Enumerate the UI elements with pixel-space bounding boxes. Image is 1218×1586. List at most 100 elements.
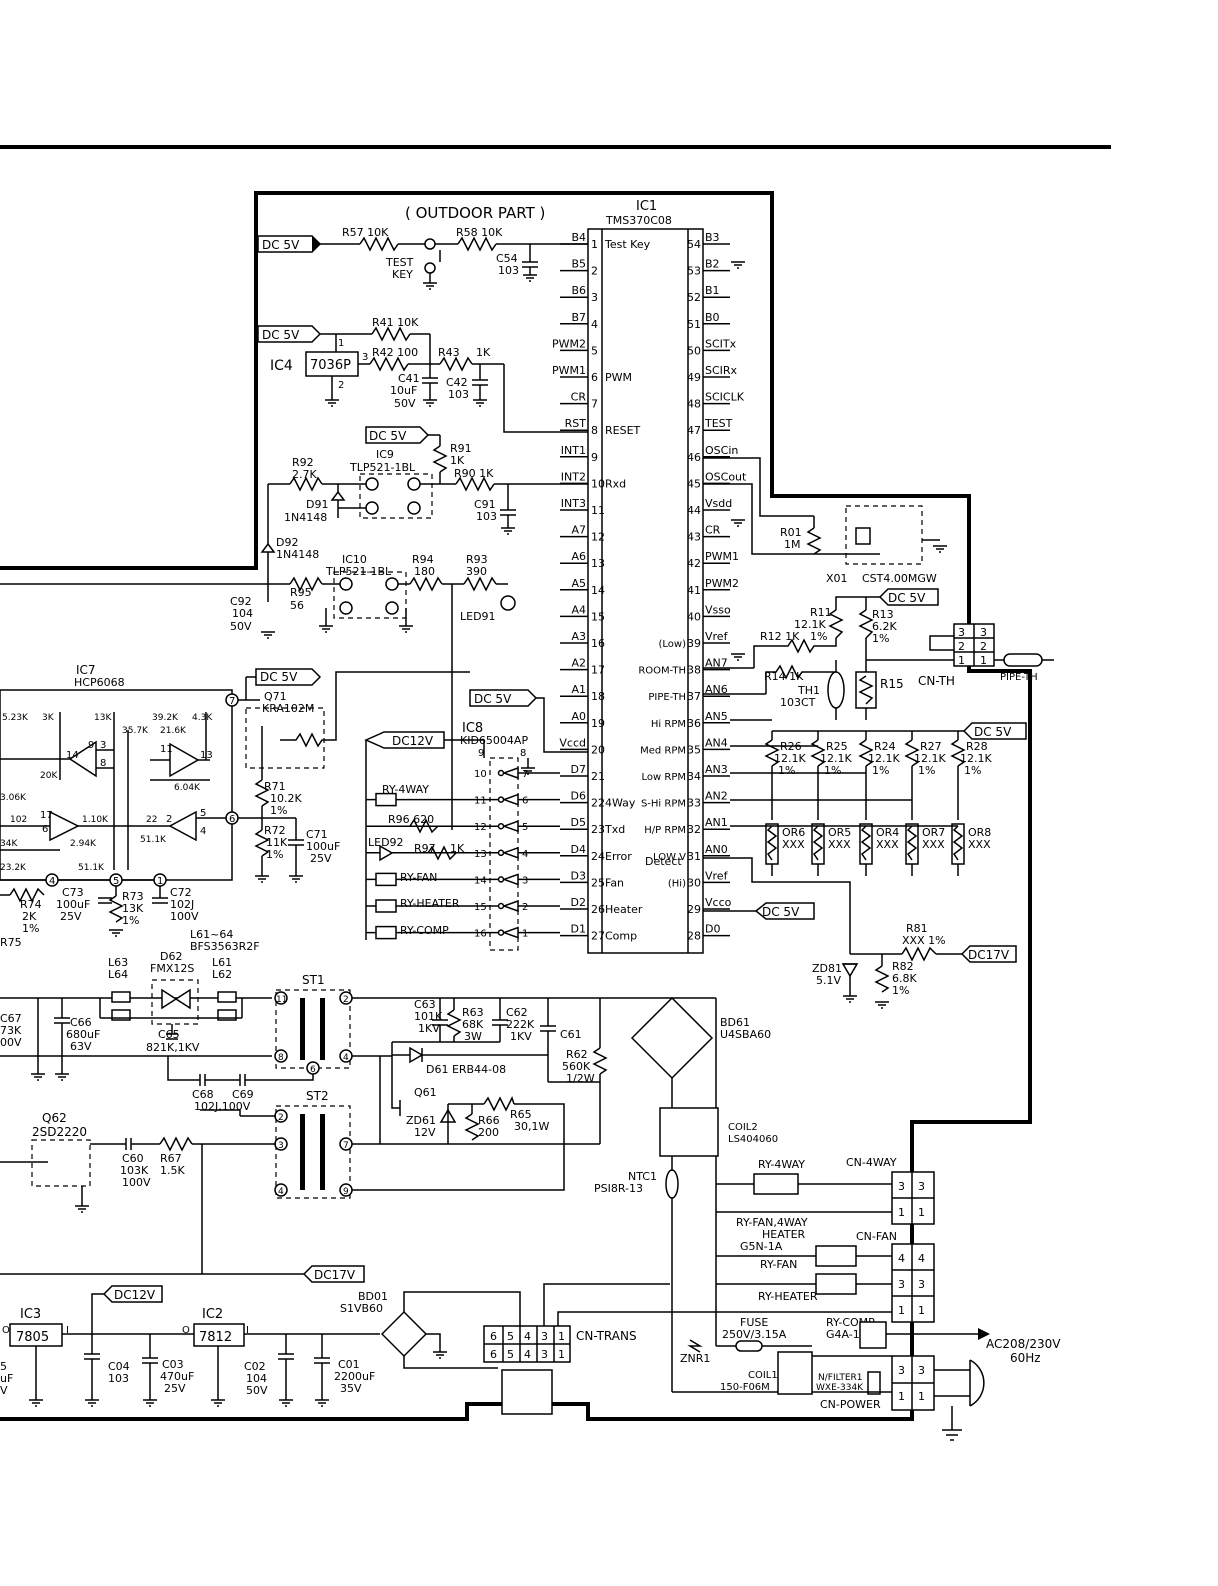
ic1-pin-number: 24 <box>591 850 605 863</box>
ic8-buffer <box>501 846 519 859</box>
svg-text:WXE-334K: WXE-334K <box>816 1383 864 1393</box>
svg-text:Q71: Q71 <box>264 690 287 703</box>
svg-text:C73: C73 <box>62 886 84 899</box>
svg-text:C65: C65 <box>158 1028 180 1041</box>
ic1-pin-number: 53 <box>687 265 701 278</box>
svg-text:C68: C68 <box>192 1088 214 1101</box>
svg-text:4: 4 <box>918 1252 925 1265</box>
svg-text:IC9: IC9 <box>376 448 394 461</box>
ic1-pin-number: 18 <box>591 690 605 703</box>
ic1-right-signal: D0 <box>705 923 720 936</box>
ic1-left-signal: D1 <box>571 923 586 936</box>
ic1-pin-number: 22 <box>591 797 605 810</box>
svg-text:100uF: 100uF <box>306 840 340 853</box>
svg-text:5: 5 <box>113 876 119 887</box>
svg-text:222K: 222K <box>506 1018 535 1031</box>
ic1-pin-number: 42 <box>687 557 701 570</box>
rpm-resistor-value: 12.1K <box>868 752 900 765</box>
svg-text:51.1K: 51.1K <box>140 835 167 845</box>
reset-circuit: DC 5V R41 10K IC4 7036P 1 2 3 R42 100 R4… <box>257 316 588 433</box>
svg-text:DC 5V: DC 5V <box>260 670 298 684</box>
svg-text:9: 9 <box>88 740 94 751</box>
ic8-pin-right: 6 <box>522 796 528 807</box>
svg-text:5: 5 <box>0 1360 7 1373</box>
svg-text:C02: C02 <box>244 1360 266 1373</box>
svg-text:00V: 00V <box>0 1036 22 1049</box>
svg-text:1%: 1% <box>872 632 889 645</box>
svg-text:DC17V: DC17V <box>968 948 1010 962</box>
svg-text:1KV: 1KV <box>510 1030 532 1043</box>
ic1-left-signal: A0 <box>571 710 586 723</box>
svg-text:AC208/230V: AC208/230V <box>986 1337 1061 1351</box>
rpm-resistor-value: 12.1K <box>960 752 992 765</box>
svg-text:5.1V: 5.1V <box>816 974 841 987</box>
svg-text:4: 4 <box>278 1187 284 1197</box>
svg-text:1: 1 <box>918 1390 925 1403</box>
svg-text:7: 7 <box>229 696 235 707</box>
cn-trans-pin: 1 <box>558 1330 565 1343</box>
ic1-left-signal: D6 <box>571 790 586 803</box>
svg-text:821K,1KV: 821K,1KV <box>146 1041 200 1054</box>
svg-text:IC10: IC10 <box>342 553 367 566</box>
svg-text:470uF: 470uF <box>160 1370 194 1383</box>
svg-text:5: 5 <box>200 808 206 819</box>
svg-text:D92: D92 <box>276 536 298 549</box>
svg-text:1%: 1% <box>266 848 283 861</box>
svg-text:L64: L64 <box>108 968 128 981</box>
ic1-right-signal: SCICLK <box>705 391 745 404</box>
svg-text:2: 2 <box>278 1113 284 1123</box>
svg-text:R75: R75 <box>0 936 22 949</box>
ic1-pin-number: 37 <box>687 690 701 703</box>
ic8-pin-left: 13 <box>474 849 487 860</box>
svg-text:4: 4 <box>898 1252 905 1265</box>
svg-text:2: 2 <box>338 380 344 391</box>
ic1-pin-number: 36 <box>687 717 701 730</box>
svg-text:KRA102M: KRA102M <box>262 702 314 715</box>
svg-text:RY-4WAY: RY-4WAY <box>758 1158 805 1171</box>
svg-text:1.5K: 1.5K <box>160 1164 185 1177</box>
ic1-left-signal: D4 <box>571 843 586 856</box>
svg-text:DC 5V: DC 5V <box>762 905 800 919</box>
power-section: NTC1 PSI8R-13 RY-4WAY CN-4WAY 3 3 1 1 RY… <box>594 1156 1061 1441</box>
svg-text:NTC1: NTC1 <box>628 1170 657 1183</box>
svg-text:C01: C01 <box>338 1358 360 1371</box>
svg-text:RY-HEATER: RY-HEATER <box>758 1290 818 1303</box>
svg-text:RY-COMP: RY-COMP <box>400 924 449 937</box>
ic1-pin-number: 45 <box>687 477 701 490</box>
ic1-right-signal: AN2 <box>705 790 728 803</box>
svg-text:1: 1 <box>958 654 965 667</box>
svg-text:20K: 20K <box>40 771 58 781</box>
svg-text:R67: R67 <box>160 1152 182 1165</box>
svg-text:8: 8 <box>100 758 106 769</box>
led92-diode <box>379 844 394 862</box>
svg-text:R41 10K: R41 10K <box>372 316 419 329</box>
svg-text:1K: 1K <box>450 454 465 467</box>
svg-text:35.7K: 35.7K <box>122 726 149 736</box>
cn-trans-pin: 3 <box>541 1330 548 1343</box>
svg-text:2: 2 <box>958 640 965 653</box>
svg-text:CST4.00MGW: CST4.00MGW <box>862 572 937 585</box>
svg-text:73K: 73K <box>0 1024 22 1037</box>
svg-text:C03: C03 <box>162 1358 184 1371</box>
ic1-right-signal: Vref <box>705 869 729 882</box>
svg-text:6: 6 <box>310 1065 316 1075</box>
ic8-pin-right: 5 <box>522 822 528 833</box>
svg-text:O: O <box>182 1325 190 1336</box>
svg-text:O: O <box>2 1325 10 1336</box>
ic8-pin-left: 15 <box>474 902 487 913</box>
svg-text:C41: C41 <box>398 372 420 385</box>
svg-text:C72: C72 <box>170 886 192 899</box>
ic1-pin-number: 12 <box>591 531 605 544</box>
ic1-left-function: PWM <box>605 371 632 384</box>
svg-text:68K: 68K <box>462 1018 484 1031</box>
option-resistor-value: XXX <box>922 838 945 851</box>
option-resistor-value: XXX <box>876 838 899 851</box>
svg-text:C69: C69 <box>232 1088 254 1101</box>
svg-text:100V: 100V <box>170 910 199 923</box>
svg-text:DC 5V: DC 5V <box>474 692 512 706</box>
svg-text:1KV: 1KV <box>418 1022 440 1035</box>
ic8-buffer <box>501 899 519 913</box>
svg-text:3: 3 <box>898 1278 905 1291</box>
ic1-pin-number: 15 <box>591 610 605 623</box>
svg-text:60Hz: 60Hz <box>1010 1351 1041 1365</box>
